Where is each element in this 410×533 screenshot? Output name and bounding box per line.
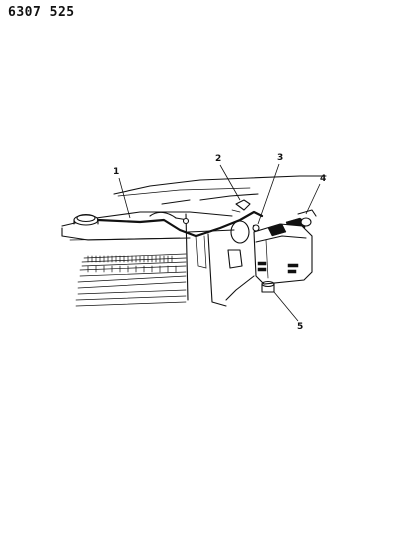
callout-4: 4 — [305, 174, 326, 215]
tank-level-marks — [257, 261, 299, 274]
hood-edge — [113, 175, 327, 205]
radiator-assembly — [61, 211, 255, 307]
callout-4-label: 4 — [320, 174, 326, 184]
callout-3-label: 3 — [277, 153, 283, 163]
coolant-reserve-tank — [253, 223, 313, 293]
callout-1-label: 1 — [113, 167, 119, 177]
callout-5-label: 5 — [297, 322, 303, 332]
radiator-fins — [87, 255, 177, 273]
document-part-number: 6307 525 — [8, 5, 75, 20]
radiator-cap — [73, 213, 99, 226]
callout-2: 2 — [215, 154, 241, 201]
callout-2-label: 2 — [215, 154, 221, 164]
callout-1: 1 — [113, 167, 131, 219]
callout-3: 3 — [257, 153, 283, 225]
overflow-hose — [96, 210, 264, 238]
callout-5: 5 — [273, 291, 303, 332]
hose-clamp — [231, 199, 251, 213]
radiator-grille — [75, 253, 187, 307]
